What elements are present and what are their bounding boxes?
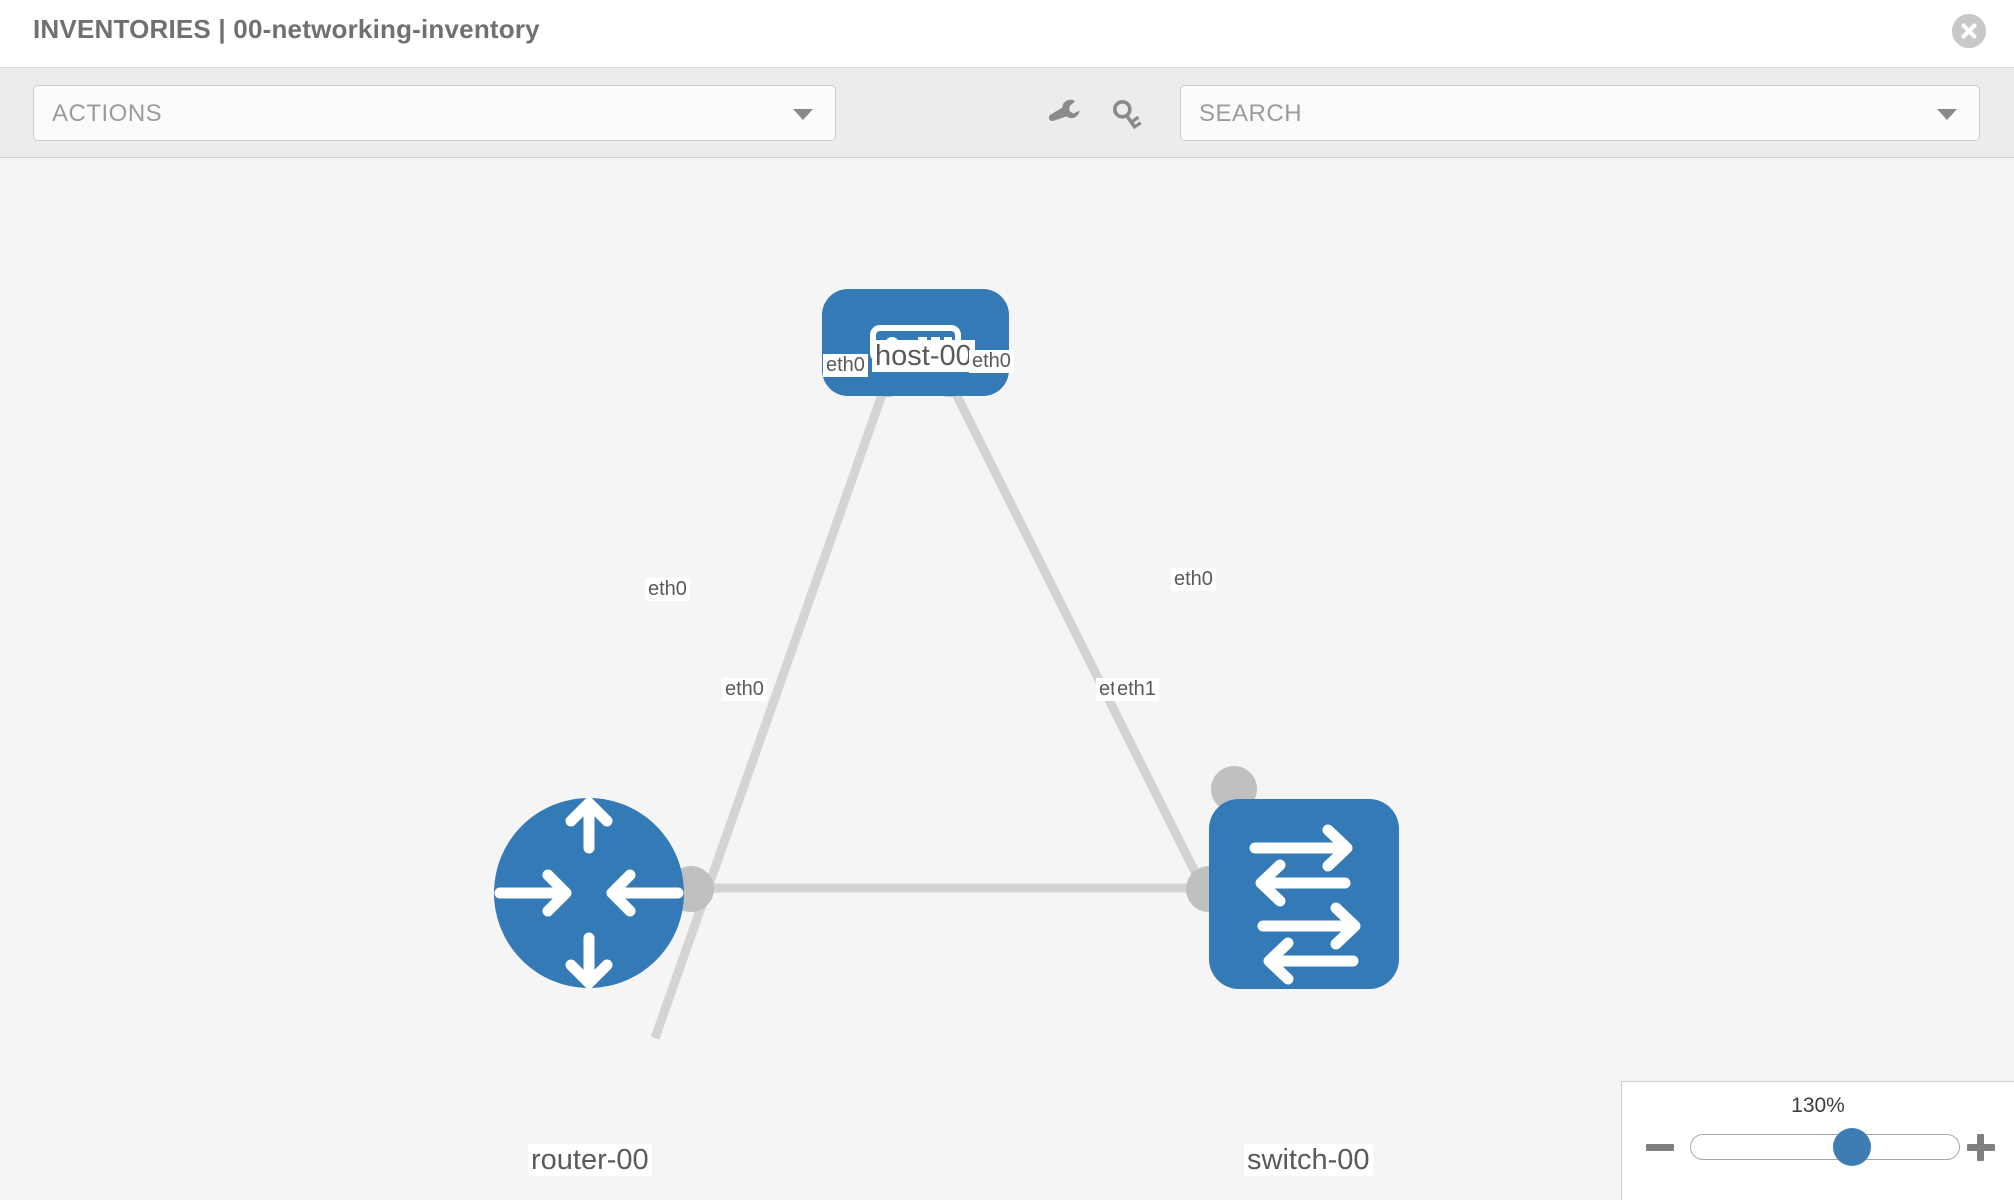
node-router-00: [494, 797, 684, 989]
key-icon[interactable]: [1110, 92, 1152, 134]
topology-links: [650, 383, 1238, 1040]
chevron-down-icon: [1937, 109, 1957, 120]
actions-dropdown[interactable]: ACTIONS: [33, 85, 836, 141]
interface-label-router00-eth0: eth0: [722, 678, 767, 701]
interface-label-host00-eth0-left: eth0: [823, 354, 868, 377]
interface-label-host00-eth0-right: eth0: [969, 350, 1014, 373]
actions-dropdown-label: ACTIONS: [52, 100, 163, 127]
switch-arrows-icon: [1249, 824, 1361, 985]
page-title: INVENTORIES | 00-networking-inventory: [33, 14, 540, 44]
link-host00-router00: [650, 384, 890, 1040]
interface-label-switch00-eth1: eth1: [1114, 678, 1159, 701]
node-label-host-00: host-00: [872, 340, 975, 373]
node-router-00-shape: [494, 798, 684, 988]
interface-label-router00-eth0-uplink: eth0: [645, 578, 690, 601]
router-arrows-icon: [494, 797, 684, 989]
toolbar: ACTIONS SEARCH: [0, 68, 2014, 158]
zoom-slider[interactable]: [1690, 1128, 1960, 1166]
minus-icon[interactable]: [1645, 1132, 1675, 1162]
node-label-router-00: router-00: [528, 1144, 652, 1177]
topology-canvas[interactable]: host-00 router-00 switch-00 eth0 eth0 et…: [0, 158, 2014, 1200]
plus-icon[interactable]: [1966, 1132, 1996, 1162]
search-input[interactable]: SEARCH: [1180, 85, 1980, 141]
close-icon[interactable]: [1952, 14, 1986, 48]
topology-graph: [494, 289, 1399, 1040]
node-switch-00: [1209, 799, 1399, 989]
search-placeholder: SEARCH: [1199, 100, 1303, 127]
link-host00-switch00: [947, 383, 1238, 951]
chevron-down-icon: [793, 109, 813, 120]
zoom-level-value: 130%: [1791, 1094, 1845, 1117]
node-label-switch-00: switch-00: [1244, 1144, 1373, 1177]
zoom-control-panel: 130%: [1621, 1081, 2014, 1200]
page-header: INVENTORIES | 00-networking-inventory: [0, 0, 2014, 68]
zoom-slider-thumb[interactable]: [1832, 1128, 1871, 1166]
interface-label-switch00-eth0-uplink: eth0: [1171, 568, 1216, 591]
wrench-icon[interactable]: [1044, 92, 1086, 134]
